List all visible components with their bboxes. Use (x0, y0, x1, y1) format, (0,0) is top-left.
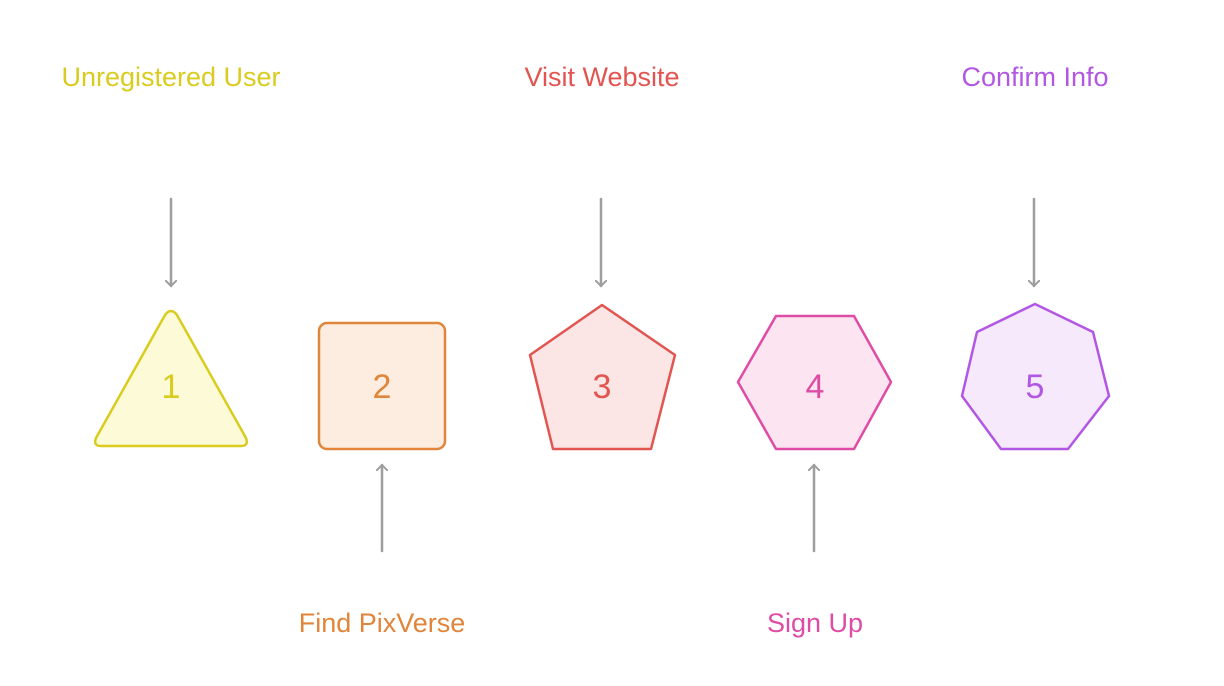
step-4-shape (736, 314, 893, 451)
step-2-shape (317, 321, 447, 451)
step-4-label: Sign Up (767, 608, 863, 638)
step-3-shape (528, 303, 677, 451)
step-1-number: 1 (162, 368, 181, 406)
step-3: Visit Website 3 (524, 62, 680, 451)
step-2-label: Find PixVerse (299, 608, 466, 638)
step-5-shape (960, 302, 1111, 451)
step-1-shape (93, 309, 249, 448)
step-1: Unregistered User 1 (61, 62, 281, 448)
step-2-number: 2 (373, 368, 392, 406)
step-5-label: Confirm Info (961, 62, 1108, 92)
step-4: 4 Sign Up (736, 314, 893, 638)
step-3-label: Visit Website (524, 62, 679, 92)
step-3-number: 3 (593, 368, 612, 406)
step-4-number: 4 (806, 368, 825, 406)
step-1-label: Unregistered User (61, 62, 280, 92)
step-2: 2 Find PixVerse (299, 321, 466, 638)
step-5-number: 5 (1026, 368, 1045, 406)
step-5: Confirm Info 5 (960, 62, 1111, 451)
